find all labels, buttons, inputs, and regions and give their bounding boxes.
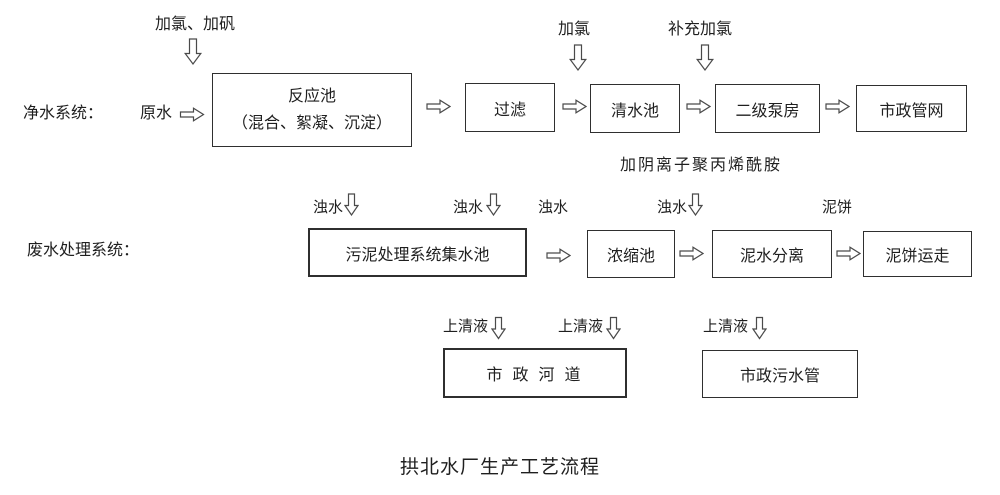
sludge-collection-tank-label: 污泥处理系统集水池 [345, 246, 490, 264]
sludge-collection-tank-box: 污泥处理系统集水池 [308, 228, 527, 277]
municipal-river-box: 市 政 河 道 [443, 348, 627, 398]
right-arrow-icon [546, 248, 571, 263]
right-arrow-icon [836, 246, 861, 261]
municipal-sewage-pipe-box: 市政污水管 [702, 350, 858, 398]
turbid-water-label: 浊水 [313, 200, 344, 216]
mud-cake-hauling-label: 泥饼运走 [885, 248, 950, 265]
clean-water-tank-box: 清水池 [590, 84, 680, 133]
right-arrow-icon [825, 99, 850, 114]
supernatant-label: 上清液 [443, 319, 489, 335]
down-arrow-icon [752, 316, 767, 340]
down-arrow-icon [344, 193, 359, 216]
supernatant-label: 上清液 [703, 319, 749, 335]
supplemental-chlorine-label: 补充加氯 [668, 21, 733, 38]
mud-water-separation-label: 泥水分离 [739, 248, 804, 265]
mud-cake-hauling-box: 泥饼运走 [863, 231, 972, 277]
reaction-tank-line1: 反应池 [287, 87, 336, 105]
right-arrow-icon [679, 246, 704, 261]
reaction-tank-line2: （混合、絮凝、沉淀） [231, 115, 392, 132]
supernatant-label: 上清液 [558, 319, 604, 335]
down-arrow-icon [688, 193, 703, 216]
raw-water-label: 原水 [140, 105, 173, 122]
turbid-water-label: 浊水 [453, 200, 484, 216]
down-arrow-icon [184, 38, 202, 65]
turbid-water-label: 浊水 [657, 200, 688, 216]
purification-section-label: 净水系统： [23, 105, 104, 122]
down-arrow-icon [606, 316, 621, 340]
down-arrow-icon [486, 193, 501, 216]
municipal-pipe-network-label: 市政管网 [879, 102, 944, 120]
thickening-tank-box: 浓缩池 [587, 230, 675, 278]
down-arrow-icon [696, 44, 714, 71]
turbid-water-label: 浊水 [538, 200, 569, 216]
mud-water-separation-box: 泥水分离 [712, 230, 832, 278]
down-arrow-icon [491, 316, 506, 340]
municipal-sewage-pipe-label: 市政污水管 [739, 368, 820, 385]
municipal-pipe-network-box: 市政管网 [856, 85, 967, 132]
right-arrow-icon [179, 107, 205, 122]
thickening-tank-label: 浓缩池 [606, 248, 655, 265]
filter-label: 过滤 [493, 101, 526, 119]
reaction-tank-box: 反应池 （混合、絮凝、沉淀） [212, 73, 412, 147]
wastewater-section-label: 废水处理系统： [27, 242, 140, 259]
chlorine-label: 加氯 [558, 21, 591, 38]
filter-box: 过滤 [465, 83, 555, 132]
secondary-pump-station-label: 二级泵房 [735, 102, 800, 120]
clean-water-tank-label: 清水池 [610, 102, 659, 120]
right-arrow-icon [562, 99, 587, 114]
down-arrow-icon [569, 44, 587, 71]
chlorine-alum-label: 加氯、加矾 [155, 16, 236, 33]
diagram-title: 拱北水厂生产工艺流程 [399, 457, 600, 478]
right-arrow-icon [686, 99, 711, 114]
anionic-polyacrylamide-label: 加阴离子聚丙烯酰胺 [620, 157, 783, 174]
municipal-river-label: 市 政 河 道 [486, 367, 584, 384]
right-arrow-icon [426, 99, 451, 114]
mud-cake-label: 泥饼 [822, 200, 853, 216]
secondary-pump-station-box: 二级泵房 [715, 84, 820, 133]
